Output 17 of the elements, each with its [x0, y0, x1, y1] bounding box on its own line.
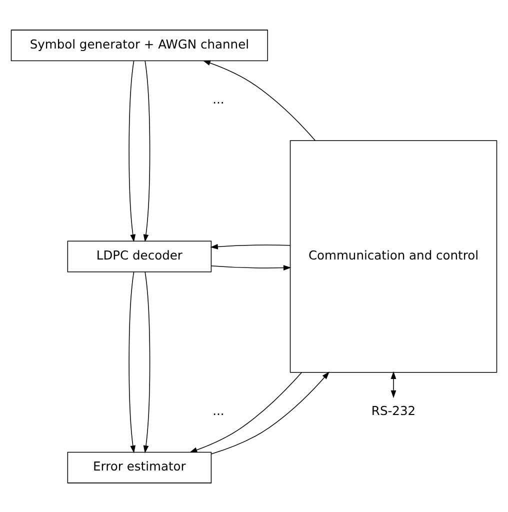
arrow — [211, 264, 292, 270]
node-box: LDPC decoder — [67, 240, 212, 272]
arrow — [190, 372, 302, 452]
arrow — [210, 371, 330, 454]
arrow — [143, 60, 150, 242]
arrow — [390, 370, 396, 398]
node-box: Communication and control — [290, 140, 498, 372]
node-box: Error estimator — [67, 451, 212, 483]
arrow — [128, 271, 136, 453]
node-box: Symbol generator + AWGN channel — [10, 29, 268, 61]
label: ... — [212, 92, 224, 106]
arrow — [143, 271, 150, 453]
label: ... — [212, 404, 224, 418]
arrow — [210, 243, 290, 249]
arrow — [128, 60, 136, 242]
arrow — [202, 60, 316, 140]
node-text: RS-232 — [371, 404, 416, 418]
